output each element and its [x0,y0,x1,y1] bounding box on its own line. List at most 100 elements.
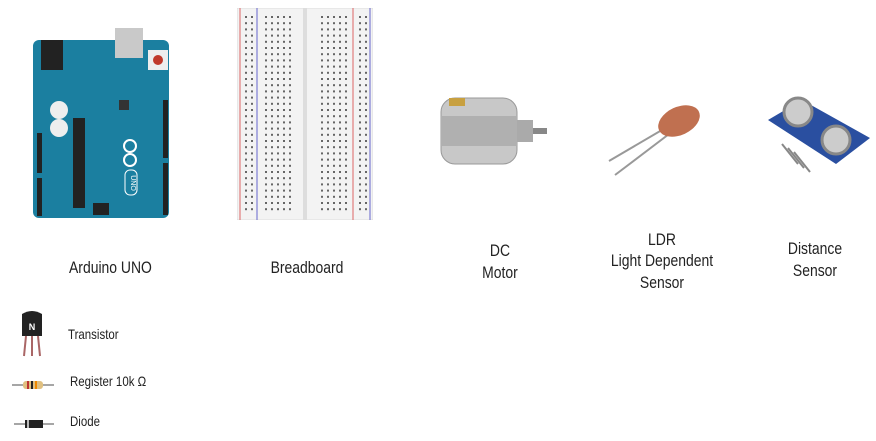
breadboard-hole [283,133,285,136]
breadboard-hole [283,47,285,49]
breadboard-hole [265,183,267,186]
breadboard-hole [327,53,329,56]
breadboard-hole [359,102,361,105]
breadboard-hole [333,34,335,37]
breadboard-hole [251,140,253,142]
breadboard-hole [265,90,267,93]
breadboard-hole [277,115,279,118]
breadboard-hole [365,71,367,74]
breadboard-hole [251,109,253,111]
breadboard-hole [333,28,335,31]
breadboard-hole [327,28,329,31]
breadboard-hole [339,152,341,155]
breadboard-hole [345,102,347,105]
breadboard-hole [321,127,323,130]
breadboard-hole [327,146,329,149]
breadboard-hole [245,146,247,149]
breadboard-hole [345,34,347,37]
breadboard-hole [359,22,361,25]
breadboard-hole [327,115,329,118]
breadboard-hole [339,53,341,56]
breadboard-hole [277,109,279,111]
breadboard-hole [339,34,341,37]
breadboard-hole [345,152,347,155]
breadboard-hole [339,22,341,25]
breadboard-hole [251,84,253,87]
breadboard-hole [339,183,341,186]
breadboard-hole [321,195,323,198]
dc-motor-image [440,97,547,165]
breadboard-hole [333,102,335,105]
breadboard-hole [283,84,285,87]
breadboard-hole [277,158,279,161]
breadboard-hole [245,65,247,68]
breadboard-hole [345,202,347,204]
breadboard-hole [271,40,273,43]
breadboard-hole [245,28,247,31]
breadboard-hole [277,152,279,155]
breadboard-hole [283,109,285,111]
breadboard-hole [365,133,367,136]
breadboard-hole [277,146,279,149]
breadboard-hole [265,59,267,62]
transistor-label: Transistor [68,326,119,342]
breadboard-hole [271,121,273,124]
breadboard-hole [359,59,361,62]
breadboard-hole [365,183,367,186]
breadboard-hole [277,183,279,186]
breadboard-hole [277,189,279,192]
breadboard-hole [251,40,253,43]
breadboard-hole [345,158,347,161]
breadboard-hole [245,47,247,49]
breadboard-hole [345,16,347,18]
breadboard-hole [271,158,273,161]
breadboard-hole [365,195,367,198]
breadboard-hole [359,16,361,18]
breadboard-hole [333,59,335,62]
breadboard-hole [251,146,253,149]
breadboard-hole [245,102,247,105]
breadboard-hole [339,78,341,80]
breadboard-hole [345,121,347,124]
breadboard-hole [321,71,323,74]
breadboard-hole [271,102,273,105]
breadboard-hole [327,202,329,204]
breadboard-hole [339,202,341,204]
breadboard-hole [327,127,329,130]
breadboard-hole [251,177,253,180]
breadboard-hole [289,140,291,142]
breadboard-hole [333,115,335,118]
breadboard-hole [265,78,267,80]
breadboard-hole [359,152,361,155]
breadboard-hole [327,195,329,198]
breadboard-hole [345,115,347,118]
breadboard-hole [333,146,335,149]
breadboard-hole [289,127,291,130]
breadboard-hole [289,189,291,192]
breadboard-hole [251,121,253,124]
breadboard-hole [345,40,347,43]
breadboard-hole [327,78,329,80]
breadboard-hole [283,102,285,105]
breadboard-hole [283,146,285,149]
breadboard-hole [365,109,367,111]
breadboard-hole [333,171,335,173]
breadboard-hole [277,127,279,130]
distance-sensor-image [768,96,870,173]
breadboard-hole [265,177,267,180]
breadboard-hole [277,34,279,37]
breadboard-hole [359,121,361,124]
breadboard-hole [345,208,347,211]
breadboard-hole [251,158,253,161]
breadboard-hole [327,40,329,43]
breadboard-hole [283,121,285,124]
breadboard-hole [289,177,291,180]
breadboard-hole [251,96,253,99]
breadboard-hole [327,65,329,68]
breadboard-hole [327,208,329,211]
breadboard-hole [271,202,273,204]
breadboard-hole [251,59,253,62]
breadboard-hole [289,71,291,74]
transistor-badge: N [29,322,36,332]
ldr-label-line1: LDR [648,230,676,249]
